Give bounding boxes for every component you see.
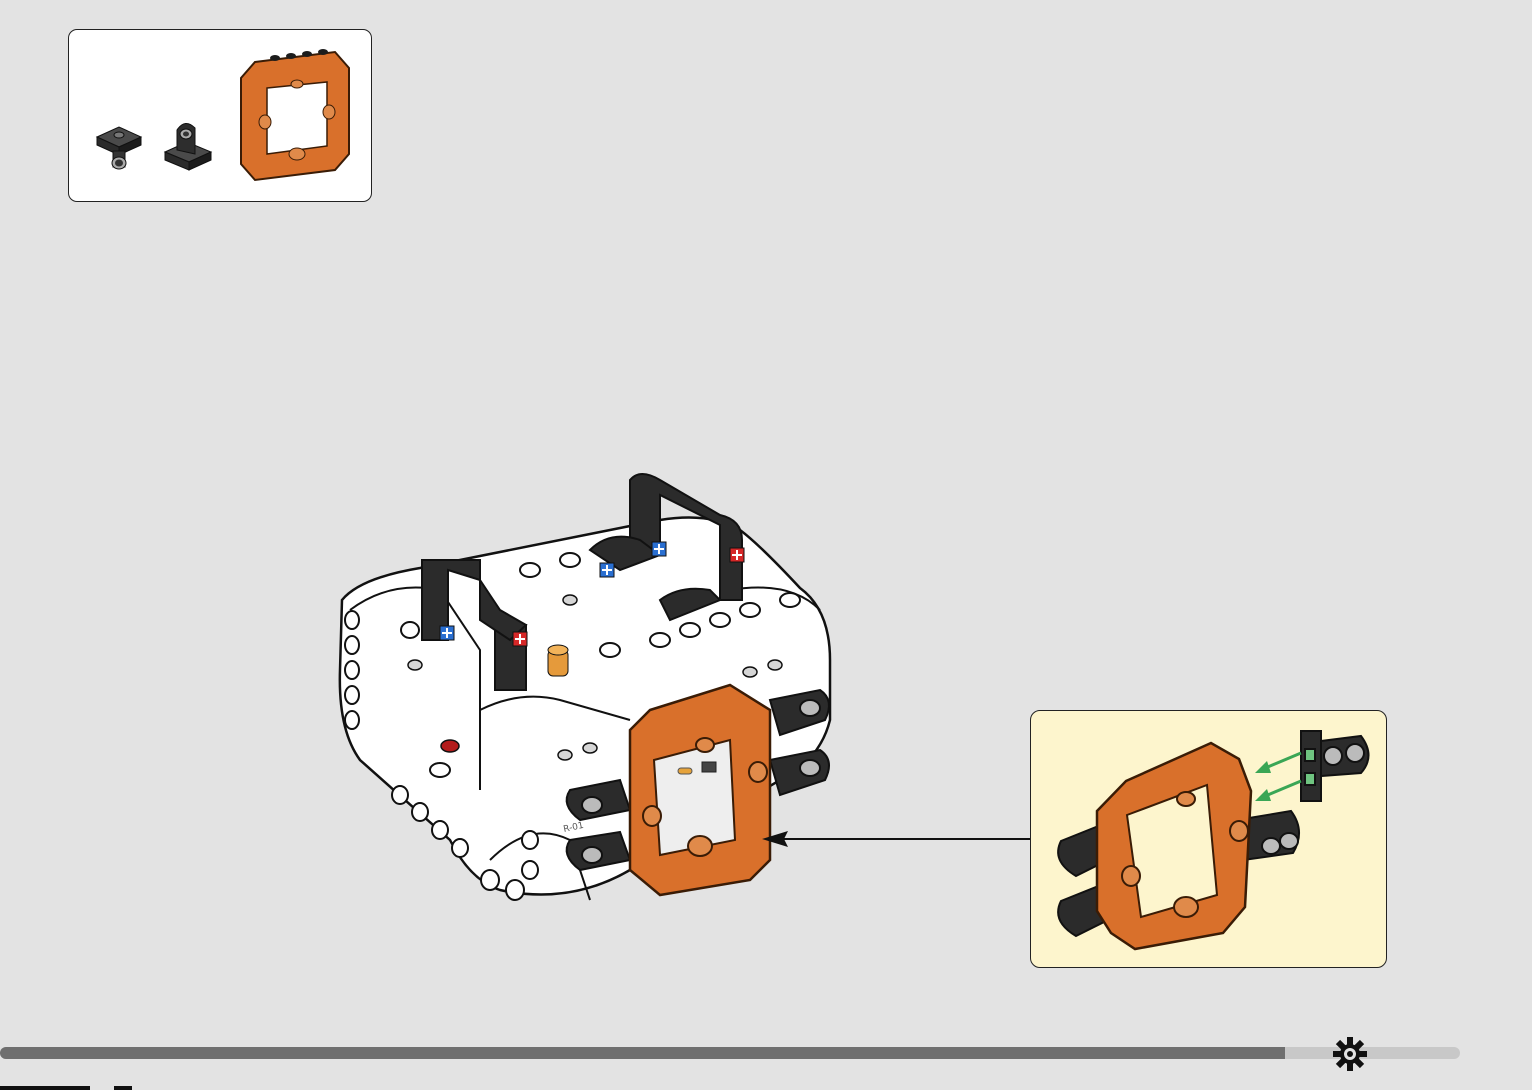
blue-pin-icon bbox=[440, 626, 454, 640]
parts-illustration bbox=[69, 30, 373, 203]
detail-pointer-arrow bbox=[760, 829, 1040, 849]
orange-frame bbox=[630, 685, 770, 895]
progress-fill bbox=[0, 1047, 1285, 1059]
green-arrows bbox=[1255, 753, 1301, 801]
detail-callout bbox=[1030, 710, 1387, 968]
parts-callout bbox=[68, 29, 372, 202]
progress-bar bbox=[0, 1047, 1460, 1059]
blue-pin-icon bbox=[600, 563, 614, 577]
gear-icon bbox=[1330, 1034, 1370, 1074]
main-assembly: R-01 bbox=[330, 460, 890, 920]
red-pin-icon bbox=[730, 548, 744, 562]
black-plate-connector-icon bbox=[97, 127, 141, 169]
detail-orange-frame bbox=[1097, 743, 1251, 949]
red-pin-icon bbox=[513, 632, 527, 646]
detail-illustration bbox=[1031, 711, 1388, 969]
detail-connector-icon bbox=[1301, 731, 1369, 801]
orange-frame-icon bbox=[241, 49, 349, 180]
orange-pin-icon bbox=[548, 645, 568, 676]
black-pin-block-icon bbox=[165, 123, 211, 170]
blue-pin-icon bbox=[652, 542, 666, 556]
red-indicator-icon bbox=[441, 740, 459, 752]
